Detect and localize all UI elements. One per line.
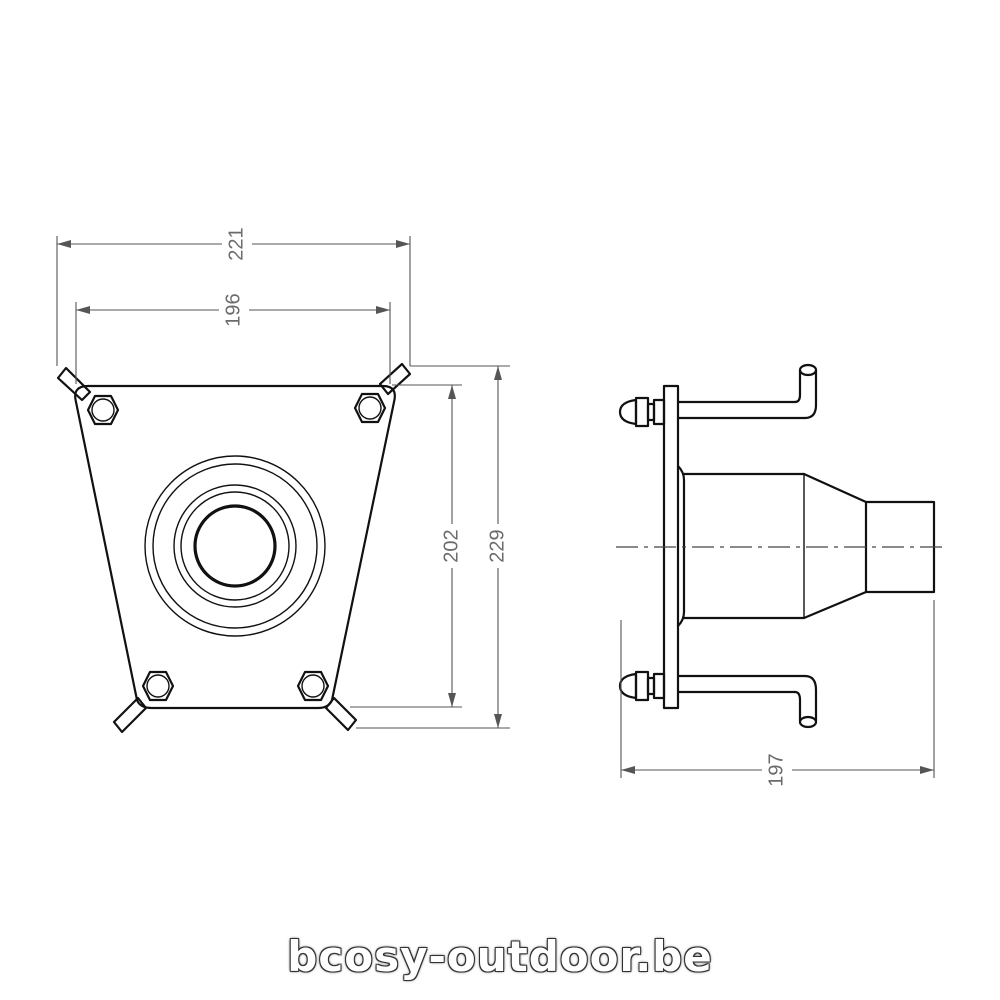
outlet-rings bbox=[144, 455, 326, 637]
dim-label-197: 197 bbox=[765, 753, 787, 786]
dim-label-202: 202 bbox=[440, 529, 462, 562]
bottom-bolt-assembly bbox=[618, 670, 818, 729]
watermark: bcosy-outdoor.be bbox=[287, 932, 713, 981]
dim-label-229: 229 bbox=[486, 529, 508, 562]
front-view bbox=[56, 362, 412, 734]
hex-nut-top-right bbox=[353, 392, 387, 424]
top-bolt-assembly bbox=[618, 363, 818, 428]
corner-pin-bottom-left bbox=[112, 696, 148, 734]
dim-221: 221 bbox=[56, 227, 411, 366]
dim-197: 197 bbox=[620, 600, 935, 787]
dim-196: 196 bbox=[75, 293, 391, 384]
dim-202: 202 bbox=[350, 384, 464, 708]
corner-pin-top-right bbox=[378, 362, 412, 396]
hex-nut-bottom-right bbox=[296, 670, 330, 702]
hex-nut-top-left bbox=[86, 394, 120, 426]
corner-pin-top-left bbox=[56, 366, 92, 402]
corner-pin-bottom-right bbox=[324, 696, 358, 732]
dim-label-221: 221 bbox=[225, 227, 247, 260]
mounting-plate bbox=[74, 384, 396, 710]
side-view bbox=[616, 363, 944, 729]
hex-nut-bottom-left bbox=[141, 670, 175, 702]
dim-229: 229 bbox=[356, 365, 510, 729]
dim-label-196: 196 bbox=[222, 293, 244, 326]
outlet-body bbox=[676, 464, 936, 628]
